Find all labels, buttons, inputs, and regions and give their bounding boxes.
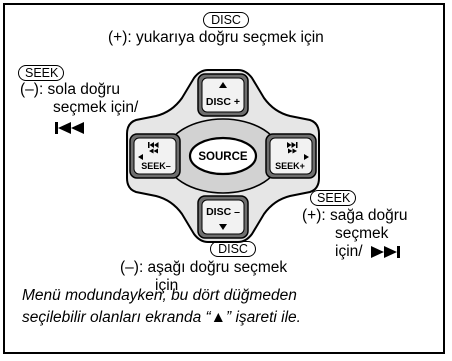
disc-down-label: DISC –	[206, 206, 240, 218]
disc-up-label: DISC +	[206, 96, 240, 108]
seek-label-right: SEEK	[310, 190, 356, 206]
seek-right-button[interactable]: SEEK+	[265, 133, 317, 179]
source-button[interactable]: SOURCE	[188, 136, 258, 176]
seek-right-description-1: (+): sağa doğru	[302, 207, 408, 224]
disc-up-button[interactable]: DISC +	[197, 73, 249, 117]
seek-left-label: SEEK–	[141, 161, 171, 171]
disc-down-description-1: (–): aşağı doğru seçmek	[120, 259, 288, 276]
disc-up-description: (+): yukarıya doğru seçmek için	[108, 29, 324, 46]
seek-left-button[interactable]: SEEK–	[129, 133, 181, 179]
menu-mode-note-line-1: Menü modundayken, bu dört düğmeden	[22, 287, 297, 304]
seek-label-left: SEEK	[18, 65, 64, 81]
seek-back-small-icon	[138, 142, 159, 160]
seek-left-description-2: seçmek için/	[53, 99, 139, 116]
arrow-down-icon	[219, 224, 227, 230]
disc-label-top: DISC	[203, 12, 249, 28]
menu-mode-note-line-2: seçilebilir olanları ekranda “▲” işareti…	[22, 309, 301, 326]
disc-down-button[interactable]: DISC –	[197, 195, 249, 239]
source-label: SOURCE	[198, 151, 248, 163]
seek-right-description-2: seçmek	[335, 225, 389, 242]
skip-back-icon	[55, 122, 84, 134]
control-pad-illustration: DISC + DISC – SEEK–	[126, 69, 320, 243]
seek-right-description-3: için/	[335, 243, 363, 260]
arrow-up-icon	[219, 82, 227, 88]
seek-left-description-1: (–): sola doğru	[20, 81, 120, 98]
skip-forward-icon	[371, 246, 400, 258]
diagram-frame	[3, 3, 445, 354]
seek-forward-small-icon	[287, 142, 309, 160]
menu-mode-note: Menü modundayken, bu dört düğmeden seçil…	[22, 285, 301, 329]
seek-right-label: SEEK+	[275, 161, 305, 171]
disc-down-description-2: için	[155, 277, 179, 294]
